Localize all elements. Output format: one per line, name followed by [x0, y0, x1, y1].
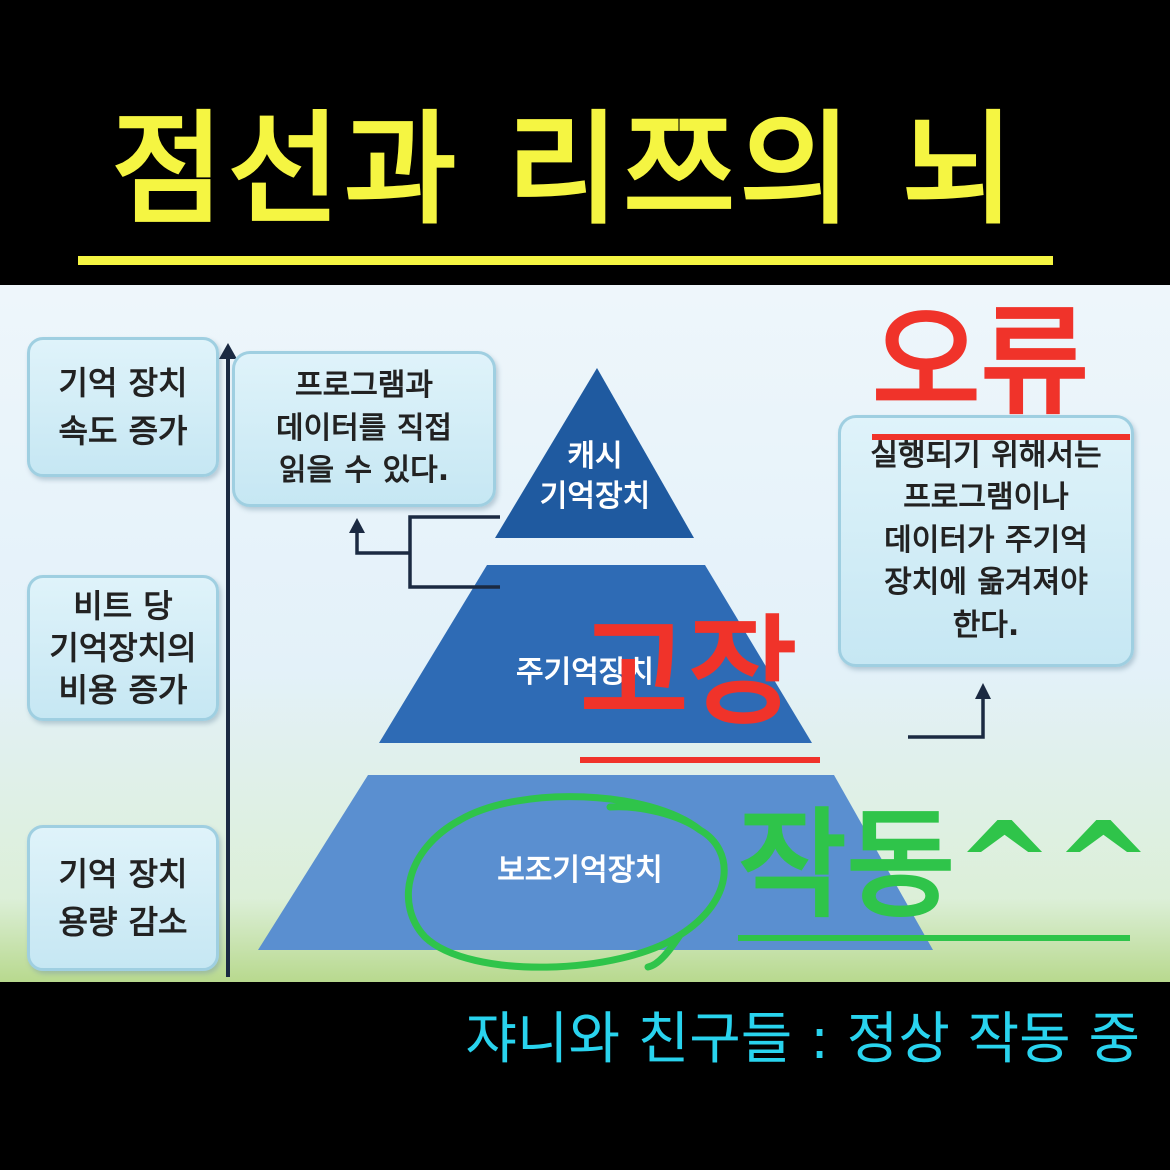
right-note-line4: 장치에 옮겨져야 [884, 565, 1088, 601]
right-connector-line [908, 697, 985, 739]
pyramid-top-label-line2: 기억장치 [539, 479, 651, 514]
memory-hierarchy-diagram: 기억 장치 속도 증가 비트 당 기억장치의 비용 증가 기억 장치 용량 감소… [0, 285, 1170, 982]
left-note-box: 프로그램과 데이터를 직접 읽을 수 있다. [232, 351, 496, 507]
side-box-capacity-line2: 용량 감소 [58, 903, 188, 941]
right-note-line1: 실행되기 위해서는 [870, 437, 1102, 473]
overlay-failure-text: 고장 [580, 603, 798, 741]
right-note-box: 실행되기 위해서는 프로그램이나 데이터가 주기억 장치에 옮겨져야 한다. [838, 415, 1134, 667]
pyramid-bottom-label: 보조기억장치 [497, 853, 663, 888]
pyramid-graphic [258, 368, 991, 971]
left-connector-arrow-icon [349, 518, 365, 533]
right-note-line3: 데이터가 주기억 [884, 522, 1088, 558]
title-underline [78, 256, 1053, 265]
side-box-cost-line1: 비트 당 [73, 586, 173, 625]
side-box-speed-line2: 속도 증가 [58, 412, 188, 450]
overlay-working-text: 작동^^ [738, 796, 1153, 934]
side-box-cost-line2: 기억장치의 [49, 628, 197, 667]
pyramid-top-label-line1: 캐시 [567, 439, 623, 474]
main-title: 점선과 리쯔의 뇌 [111, 99, 1019, 241]
side-box-capacity: 기억 장치 용량 감소 [27, 825, 219, 971]
right-connector-arrow-icon [975, 683, 991, 699]
side-box-capacity-line1: 기억 장치 [58, 855, 188, 893]
side-box-cost: 비트 당 기억장치의 비용 증가 [27, 575, 219, 721]
left-connector-line [355, 515, 500, 589]
green-circle-mark [404, 793, 728, 971]
up-arrow-icon [219, 343, 237, 359]
overlay-failure-underline [580, 757, 820, 763]
overlay-error-underline [872, 434, 1130, 440]
overlay-error-text: 오류 [872, 293, 1090, 431]
pyramid-tier-bottom [258, 775, 933, 950]
pyramid-top-label: 캐시 기억장치 [495, 437, 695, 517]
footer-caption: 쟈니와 친구들 : 정상 작동 중 [465, 1007, 1140, 1072]
side-box-speed-line1: 기억 장치 [58, 364, 188, 402]
side-box-cost-line3: 비용 증가 [58, 671, 188, 710]
title-band: 점선과 리쯔의 뇌 [0, 0, 1170, 285]
right-note-line2: 프로그램이나 [903, 480, 1069, 516]
left-note-line3: 읽을 수 있다. [278, 453, 450, 489]
vertical-axis-line [226, 355, 230, 977]
pyramid-tier-top [495, 368, 694, 538]
right-note-line5: 한다. [952, 607, 1020, 643]
pyramid-tier-middle [379, 565, 812, 743]
left-note-line1: 프로그램과 [295, 368, 433, 404]
pyramid-middle-label: 주기억장치 [516, 655, 654, 690]
side-box-speed: 기억 장치 속도 증가 [27, 337, 219, 477]
overlay-working-underline [738, 935, 1130, 941]
left-note-line2: 데이터를 직접 [275, 410, 453, 446]
